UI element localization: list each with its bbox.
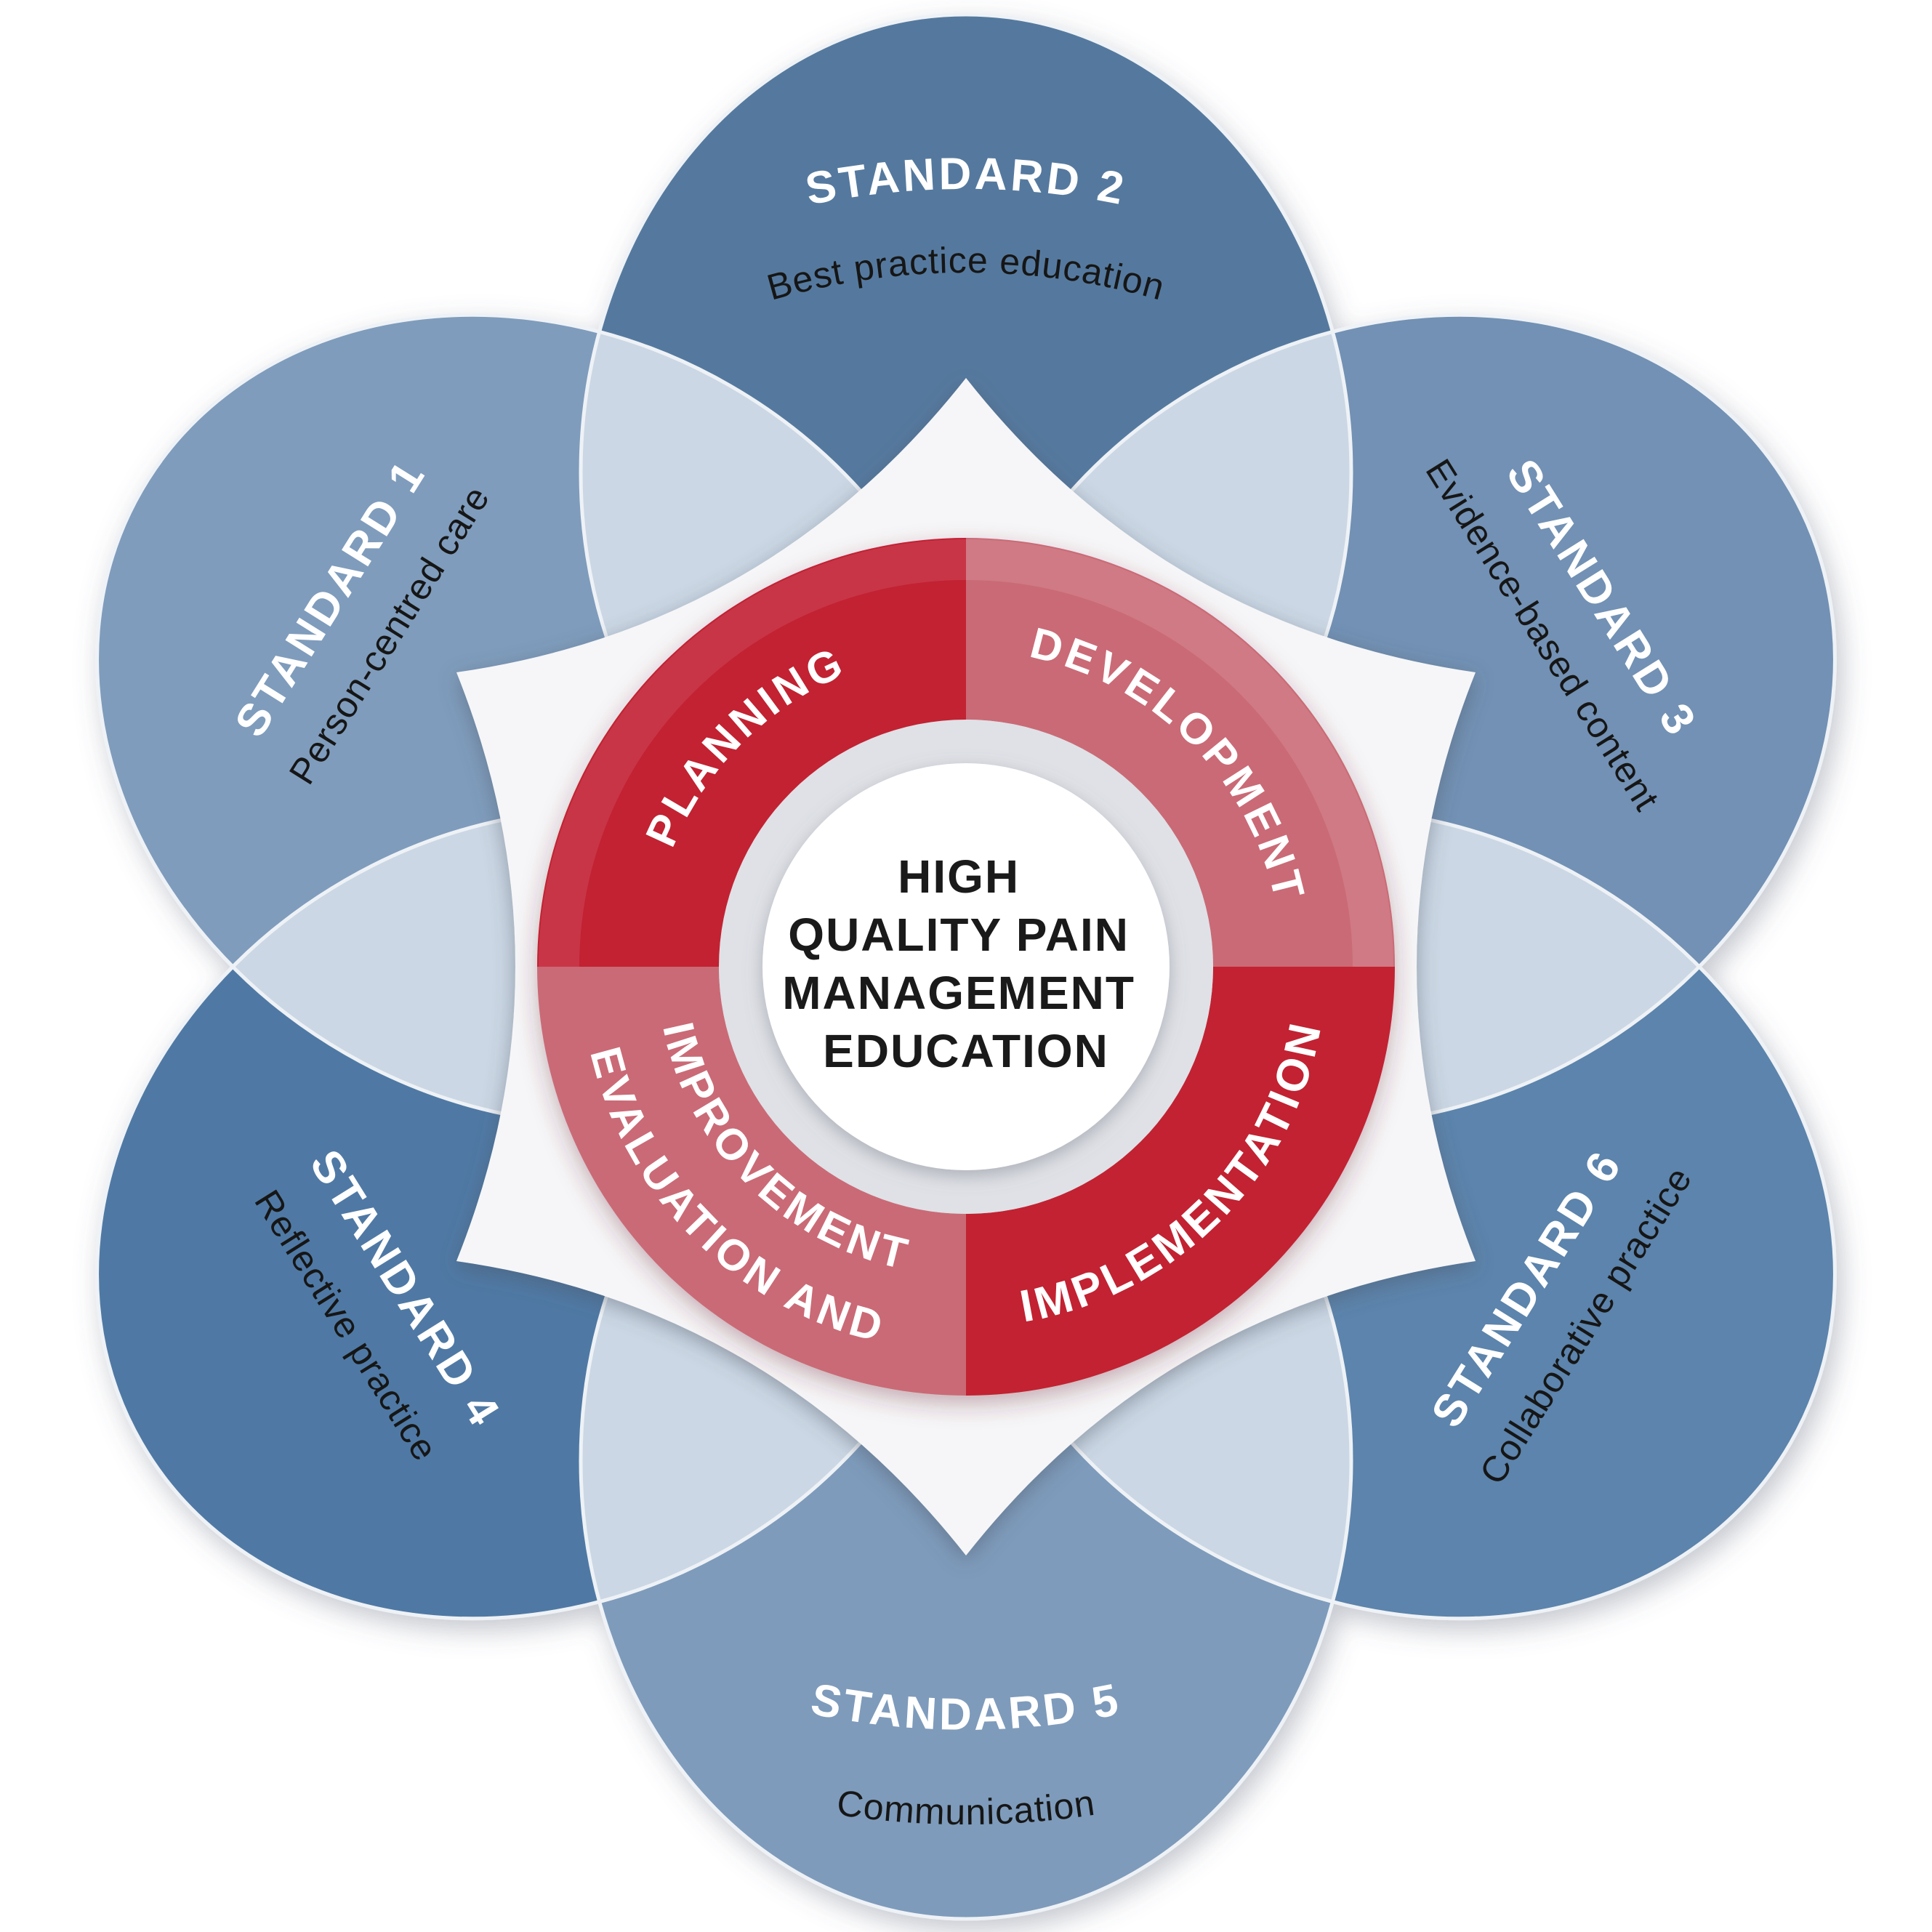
center-line-3: MANAGEMENT <box>782 967 1135 1019</box>
ring-quadrant-implementation <box>966 967 1395 1396</box>
ring-quadrant-development <box>966 538 1395 967</box>
ring-quadrant-planning <box>537 538 966 967</box>
center-statement: HIGH QUALITY PAIN MANAGEMENT EDUCATION <box>782 850 1150 1077</box>
center-line-2: QUALITY PAIN <box>788 909 1130 961</box>
center-line-4: EDUCATION <box>823 1025 1109 1077</box>
center-line-1: HIGH <box>898 850 1020 903</box>
ring-sheen <box>539 539 1393 967</box>
center-circle <box>762 763 1170 1170</box>
ring-quadrant-evaluation <box>537 967 966 1396</box>
